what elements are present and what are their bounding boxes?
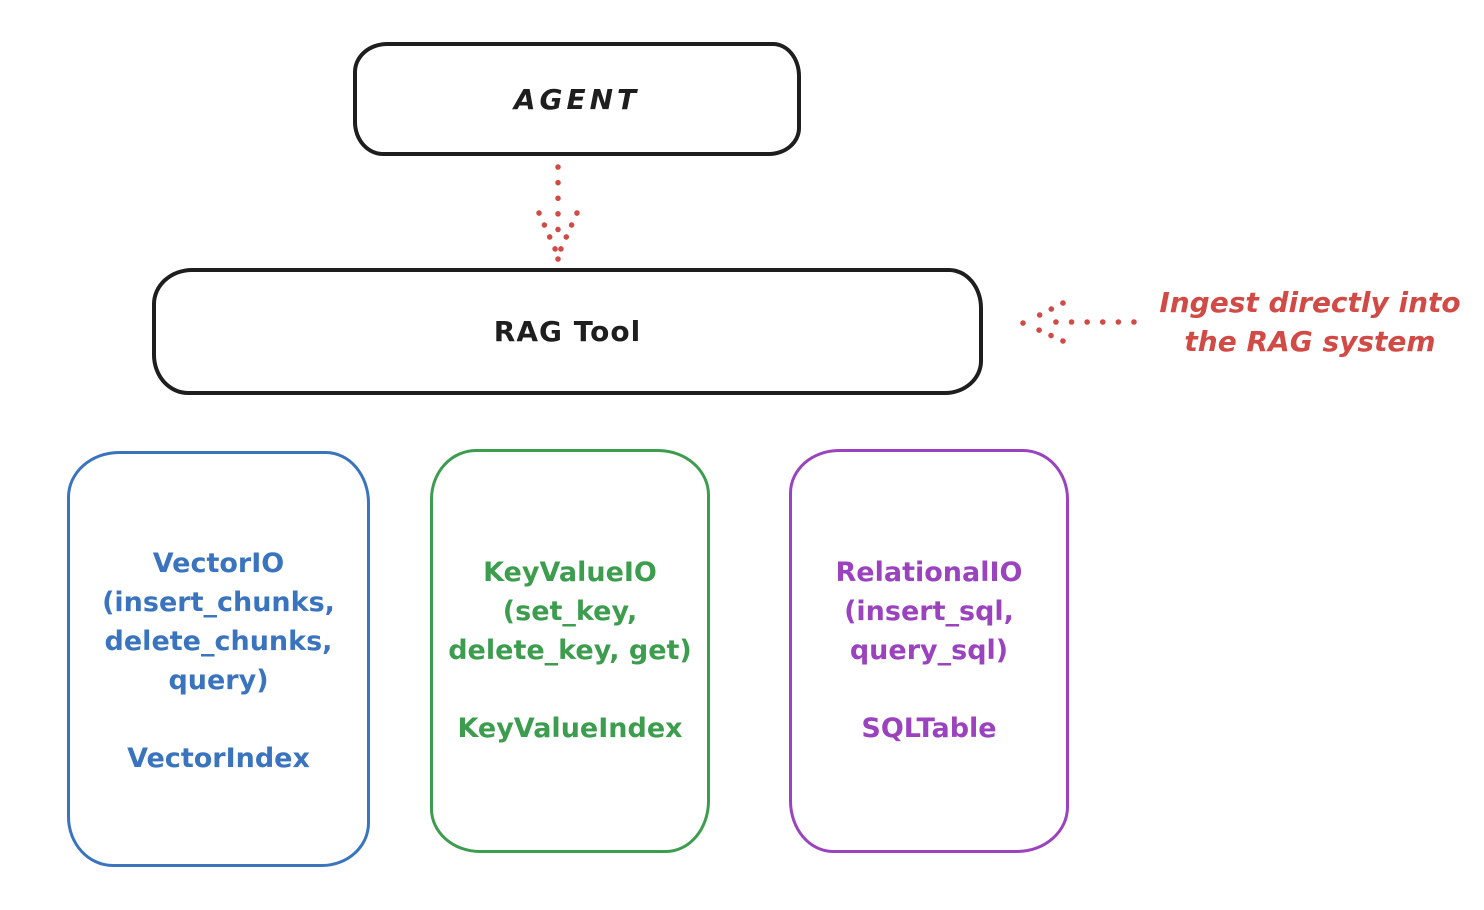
- key-value-io-title: KeyValueIO: [483, 557, 657, 588]
- agent-label: AGENT: [513, 82, 641, 116]
- sql-table-label: SQLTable: [861, 713, 997, 744]
- rag-tool-label: RAG Tool: [493, 315, 642, 348]
- key-value-io-methods-line: delete_key, get): [448, 635, 692, 666]
- vector-index-label: VectorIndex: [127, 743, 310, 774]
- key-value-index-label: KeyValueIndex: [457, 713, 683, 744]
- vector-io-node: VectorIO (insert_chunks, delete_chunks, …: [67, 451, 370, 867]
- arrow-ingest-to-rag-icon: [1020, 300, 1137, 344]
- relational-io-title: RelationalIO: [835, 557, 1023, 588]
- vector-io-methods-line: delete_chunks,: [104, 626, 333, 657]
- ingest-annotation-line: the RAG system: [1184, 325, 1436, 358]
- key-value-io-node: KeyValueIO (set_key, delete_key, get) Ke…: [430, 449, 710, 853]
- agent-node: AGENT: [353, 42, 801, 156]
- vector-io-methods-line: (insert_chunks,: [102, 587, 335, 618]
- vector-io-title: VectorIO: [152, 548, 285, 579]
- relational-io-methods-line: query_sql): [849, 635, 1009, 666]
- key-value-io-methods-line: (set_key,: [502, 596, 638, 627]
- vector-io-methods-line: query): [168, 665, 269, 696]
- rag-tool-node: RAG Tool: [152, 268, 983, 395]
- relational-io-methods-line: (insert_sql,: [844, 596, 1014, 627]
- arrow-agent-to-rag-icon: [536, 164, 580, 262]
- ingest-annotation: Ingest directly into the RAG system: [1140, 283, 1480, 361]
- relational-io-node: RelationalIO (insert_sql, query_sql) SQL…: [789, 449, 1069, 853]
- ingest-annotation-line: Ingest directly into: [1159, 286, 1461, 319]
